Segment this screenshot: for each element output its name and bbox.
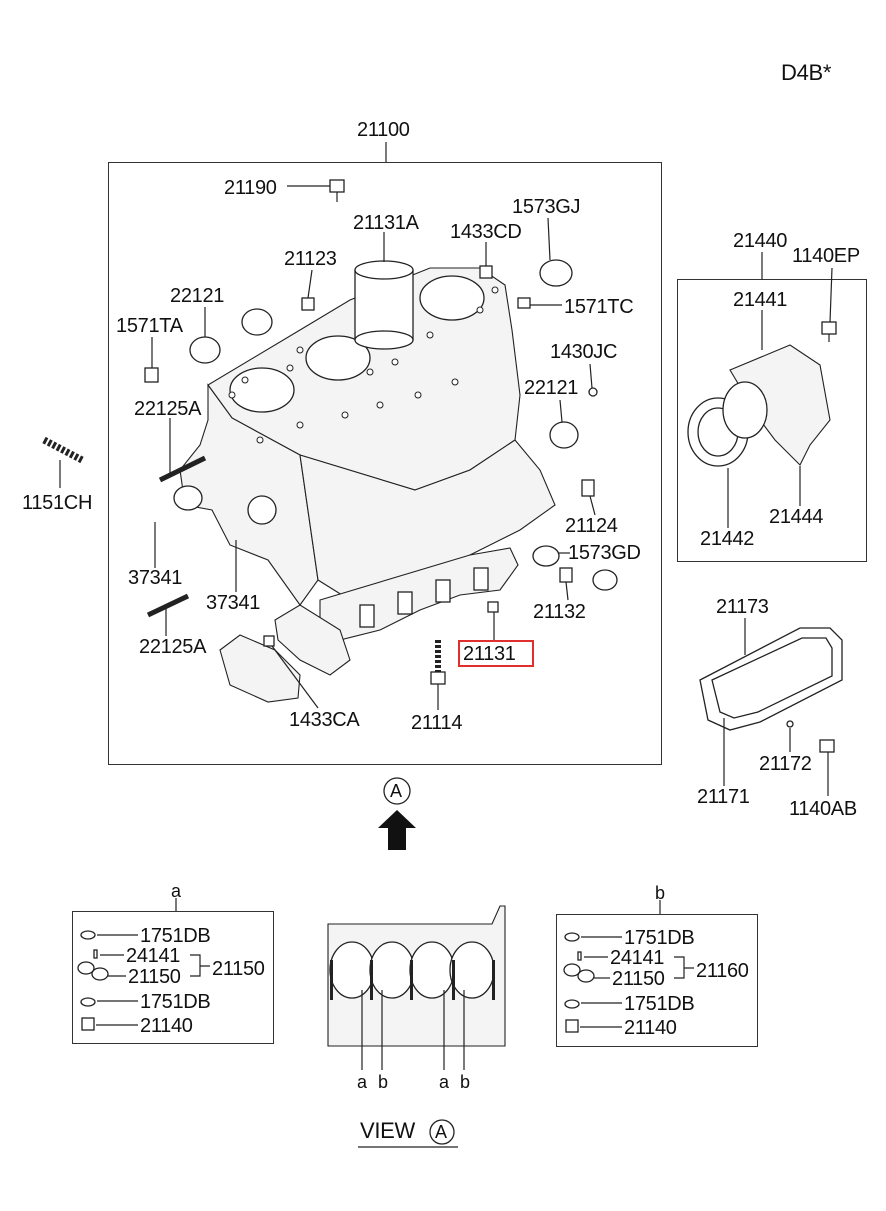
- label-21441[interactable]: 21441: [733, 289, 788, 311]
- detail-b-row-5[interactable]: 21140: [624, 1017, 677, 1039]
- label-1433CD[interactable]: 1433CD: [450, 221, 522, 243]
- detail-a-drawing: [77, 898, 210, 1031]
- label-1573GJ[interactable]: 1573GJ: [512, 196, 581, 218]
- detail-a-row-5[interactable]: 21140: [140, 1015, 193, 1037]
- label-1571TA[interactable]: 1571TA: [116, 315, 183, 337]
- detail-a-row-1[interactable]: 1751DB: [140, 925, 211, 947]
- detail-a-box: [72, 911, 274, 1044]
- label-21444[interactable]: 21444: [769, 506, 824, 528]
- detail-a-group[interactable]: 21150: [212, 958, 265, 980]
- detail-b-tag: b: [655, 883, 665, 903]
- label-1433CA[interactable]: 1433CA: [289, 709, 360, 731]
- detail-a-row-3[interactable]: 21150: [128, 966, 181, 988]
- label-22125A-bottom[interactable]: 22125A: [139, 636, 207, 658]
- detail-a-row-4[interactable]: 1751DB: [140, 991, 211, 1013]
- label-21171[interactable]: 21171: [697, 786, 750, 808]
- seal-assembly-box: [677, 279, 867, 562]
- label-21190[interactable]: 21190: [224, 177, 277, 199]
- engine-block-drawing: [173, 260, 556, 703]
- detail-b-box: [556, 914, 758, 1047]
- page-code: D4B*: [781, 60, 832, 85]
- label-21131A[interactable]: 21131A: [353, 212, 419, 234]
- detail-b-row-2[interactable]: 24141: [610, 947, 665, 969]
- detail-b-row-4[interactable]: 1751DB: [624, 993, 695, 1015]
- detail-b-row-3[interactable]: 21150: [612, 968, 665, 990]
- label-21131[interactable]: 21131: [463, 643, 516, 665]
- main-assembly-box: [108, 162, 662, 765]
- label-21114[interactable]: 21114: [411, 712, 463, 734]
- label-22125A-top[interactable]: 22125A: [134, 398, 202, 420]
- detail-a-tag: a: [171, 881, 181, 901]
- seal-assembly-title[interactable]: 21440: [733, 230, 788, 252]
- label-1571TC[interactable]: 1571TC: [564, 296, 634, 318]
- view-a-drawing: [327, 905, 506, 1148]
- detail-b-group[interactable]: 21160: [696, 960, 749, 982]
- label-1140AB[interactable]: 1140AB: [789, 798, 857, 820]
- label-21442[interactable]: 21442: [700, 528, 755, 550]
- gasket-assembly-drawing: [699, 618, 843, 796]
- view-marker-a: A: [390, 781, 402, 801]
- view-sublabel-b2: b: [460, 1072, 470, 1092]
- small-parts-drawing: [42, 179, 618, 685]
- view-sublabel-a1: a: [357, 1072, 367, 1092]
- label-21132[interactable]: 21132: [533, 601, 586, 623]
- label-21124[interactable]: 21124: [565, 515, 618, 537]
- label-1151CH[interactable]: 1151CH: [22, 492, 93, 514]
- main-assembly-title[interactable]: 21100: [357, 119, 410, 141]
- view-sublabel-b1: b: [378, 1072, 388, 1092]
- label-1140EP[interactable]: 1140EP: [792, 245, 860, 267]
- label-21172[interactable]: 21172: [759, 753, 812, 775]
- label-22121-top[interactable]: 22121: [170, 285, 225, 307]
- highlight-box-21131: [458, 640, 534, 667]
- label-1573GD[interactable]: 1573GD: [568, 542, 641, 564]
- label-37341-left[interactable]: 37341: [128, 567, 183, 589]
- label-22121-mid[interactable]: 22121: [524, 377, 579, 399]
- label-37341-mid[interactable]: 37341: [206, 592, 261, 614]
- detail-b-drawing: [563, 900, 694, 1033]
- detail-b-row-1[interactable]: 1751DB: [624, 927, 695, 949]
- seal-assembly-drawing: [687, 267, 837, 528]
- label-21123[interactable]: 21123: [284, 248, 337, 270]
- label-1430JC[interactable]: 1430JC: [550, 341, 618, 363]
- detail-a-row-2[interactable]: 24141: [126, 945, 181, 967]
- view-sublabel-a2: a: [439, 1072, 449, 1092]
- label-21173[interactable]: 21173: [716, 596, 769, 618]
- view-caption-marker: A: [435, 1122, 447, 1142]
- view-caption: VIEW: [360, 1118, 416, 1143]
